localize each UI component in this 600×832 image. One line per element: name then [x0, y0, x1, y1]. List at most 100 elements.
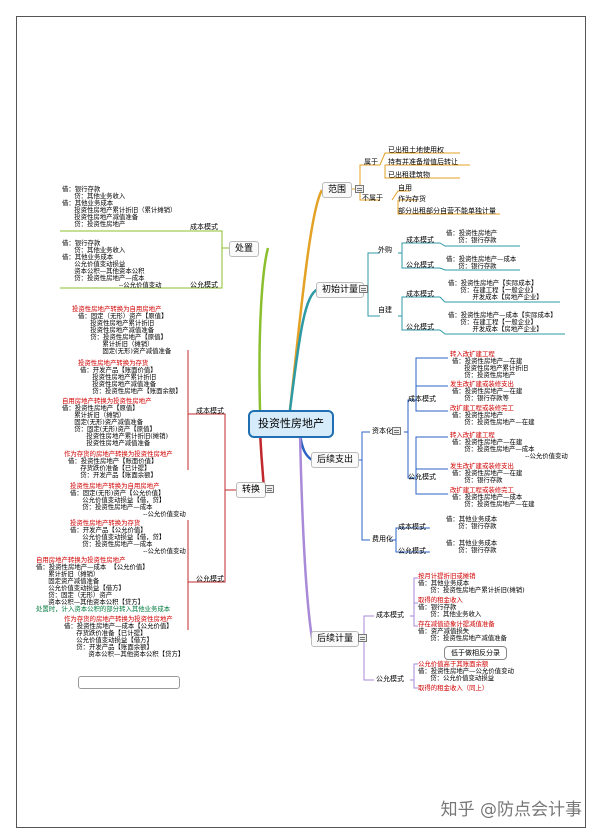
- scope-item: 部分出租部分自营不能单独计量: [398, 207, 496, 215]
- node-conversion[interactable]: 转换: [236, 482, 267, 498]
- note-icon[interactable]: [265, 485, 274, 493]
- exp-title: 发生改扩建或装修支出: [450, 462, 514, 470]
- journal-line: 投资性房地产减值准备: [80, 380, 157, 388]
- journal-line: 投资性房地产减值准备: [62, 213, 139, 221]
- journal-line: 固定(无形)资产减值准备: [78, 347, 172, 355]
- exp-title: 转入改扩建工程: [450, 350, 495, 358]
- journal-line: 借：其他业务成本: [62, 253, 114, 261]
- label-cost-mode: 成本模式: [190, 223, 218, 231]
- journal-line: 借：投资性房地产【账面价值】: [68, 457, 158, 465]
- journal-line: 借：投资性房地产—在建: [452, 357, 523, 365]
- journal-line: 固定(无形)资产减值准备: [62, 418, 144, 426]
- journal-line: 贷：银行存款: [452, 476, 503, 484]
- journal-line: 累计折旧（摊销）: [78, 340, 154, 348]
- watermark: 知乎 @防点会计事: [440, 800, 582, 820]
- note-icon[interactable]: [392, 427, 401, 435]
- node-scope[interactable]: 范围: [322, 182, 353, 198]
- note-icon[interactable]: [359, 285, 368, 293]
- node-disposal[interactable]: 处置: [229, 241, 260, 257]
- conversion-title: 自用房地产转换为投资性房地产: [62, 397, 152, 405]
- conversion-title: 投资性房地产转换为自用房地产: [70, 482, 160, 490]
- journal-line: 贷：公允价值变动损益: [418, 674, 495, 682]
- scope-item: 作为存货: [398, 195, 426, 203]
- journal-line: 借：开发产品【公允价值】: [70, 526, 147, 534]
- journal-line: 贷：银行存款: [446, 546, 497, 554]
- journal-line: 投资性房地产减值准备: [78, 326, 155, 334]
- journal-line: 借：投资性房地产—成本【公允价值】: [64, 622, 173, 630]
- journal-line: 贷：投资性房地产【原值】: [78, 333, 167, 341]
- journal-line: 借：投资性房地产—成本: [446, 255, 517, 263]
- empty-text-box: [78, 676, 180, 689]
- label-fair-mode: 公允模式: [196, 575, 224, 583]
- journal-line: 借：其他业务成本: [446, 539, 498, 547]
- journal-line: 投资性房地产减值准备: [62, 439, 151, 447]
- journal-line: 开发成本【房地产企业】: [448, 325, 543, 333]
- meas-title: 取得的租金收入: [418, 596, 463, 604]
- label-cost-mode: 成本模式: [406, 236, 434, 244]
- conversion-title: 作为存货的房地产转换为投资性房地产: [64, 615, 173, 623]
- journal-line: 公允价值变动损益【借，贷】: [70, 533, 166, 541]
- journal-line: 借：投资性房地产—成本 【公允价值】: [36, 563, 149, 571]
- journal-line: 借：银行存款: [62, 185, 101, 193]
- journal-line: 投资性房地产累计折旧: [78, 319, 155, 327]
- journal-line: 借：银行存款: [418, 603, 457, 611]
- note-icon[interactable]: [358, 634, 367, 642]
- journal-line: 存货跌价准备【已计提】: [64, 629, 147, 637]
- exp-title: 转入改扩建工程: [450, 431, 495, 439]
- node-subsequent-expenditure[interactable]: 后续支出: [311, 452, 360, 468]
- label-cost-mode: 成本模式: [376, 611, 404, 619]
- label-capitalized: 资本化: [372, 427, 393, 435]
- label-fair-mode: 公允模式: [376, 675, 404, 683]
- journal-line: 贷：银行存款: [446, 522, 497, 530]
- exp-title: 改扩建工程或装修完工: [450, 486, 514, 494]
- journal-line: 贷：投资性房地产—成本: [70, 503, 153, 511]
- journal-line: 公允价值变动损益【借方】: [64, 636, 153, 644]
- conversion-title: 投资性房地产转换为自用房地产: [72, 305, 162, 313]
- note-icon[interactable]: [355, 185, 364, 193]
- conversion-note: 处置时，计入资本公积的部分转入其他业务成本: [36, 605, 171, 613]
- label-expensed: 费用化: [372, 535, 393, 543]
- journal-line: 借：投资性房地产【实际成本】: [448, 279, 538, 287]
- journal-line: 贷：固定(无形)资产【原值】: [62, 425, 156, 433]
- node-initial-measurement[interactable]: 初始计量: [316, 282, 365, 298]
- node-subsequent-measurement[interactable]: 后续计量: [311, 631, 360, 647]
- journal-line: 资本公积—其他资本公积: [62, 267, 145, 275]
- journal-line: 存货跌价准备【已计提】: [68, 464, 151, 472]
- journal-line: 投资性房地产累计折旧(摊销): [62, 432, 169, 440]
- center-node[interactable]: 投资性房地产: [248, 410, 334, 438]
- meas-title: 取得的租金收入（同上）: [418, 684, 489, 692]
- journal-line: 借：资产减值损失: [418, 627, 470, 635]
- journal-line: 贷：投资性房地产: [62, 220, 126, 228]
- label-fair-mode: 公允模式: [190, 281, 218, 289]
- journal-line: 资本公积—其他资本公积【贷方】: [36, 598, 145, 606]
- journal-line: --公允价值变动: [70, 547, 186, 555]
- label-cost-mode: 成本模式: [408, 395, 436, 403]
- journal-line: 贷：投资性房地产减值准备: [418, 634, 507, 642]
- journal-line: 贷：固定（无形）资产: [36, 591, 113, 599]
- journal-line: 贷：投资性房地产—在建: [452, 500, 535, 508]
- diagram-frame: [16, 16, 586, 828]
- meas-title: 存在减值迹象计提减值准备: [418, 620, 495, 628]
- journal-line: 贷：在建工程【一般企业】: [448, 318, 537, 326]
- journal-line: 借：其他业务成本: [62, 199, 114, 207]
- journal-line: 公允价值变动损益: [62, 260, 126, 268]
- journal-line: 借：投资性房地产—成本【实际成本】: [448, 311, 557, 319]
- meas-title: 按月计提折旧或摊销: [418, 572, 476, 580]
- label-cost-mode: 成本模式: [398, 523, 426, 531]
- label-fair-mode: 公允模式: [408, 473, 436, 481]
- journal-line: 投资性房地产累计折旧: [80, 373, 157, 381]
- conversion-title: 投资性房地产转换为存货: [78, 359, 149, 367]
- journal-line: 公允价值变动损益【借方】: [36, 584, 125, 592]
- journal-line: 贷：投资性房地产—成本: [452, 445, 535, 453]
- journal-line: 借：投资性房地产: [452, 411, 504, 419]
- journal-line: 贷：在建工程【一般企业】: [448, 286, 537, 294]
- scope-item: 已出租建筑物: [388, 171, 430, 179]
- journal-line: 累计折旧（摊销）: [62, 411, 126, 419]
- scope-item: 自用: [398, 184, 412, 192]
- journal-line: 借：固定(无形)资产【公允价值】: [70, 489, 165, 497]
- journal-line: 贷：投资性房地产—在建: [452, 418, 535, 426]
- label-belongs: 属于: [364, 158, 378, 166]
- journal-line: 固定资产减值准备: [36, 577, 100, 585]
- journal-line: 借：固定（无形）资产【原值】: [78, 312, 168, 320]
- journal-line: 投资性房地产累计折旧: [452, 364, 529, 372]
